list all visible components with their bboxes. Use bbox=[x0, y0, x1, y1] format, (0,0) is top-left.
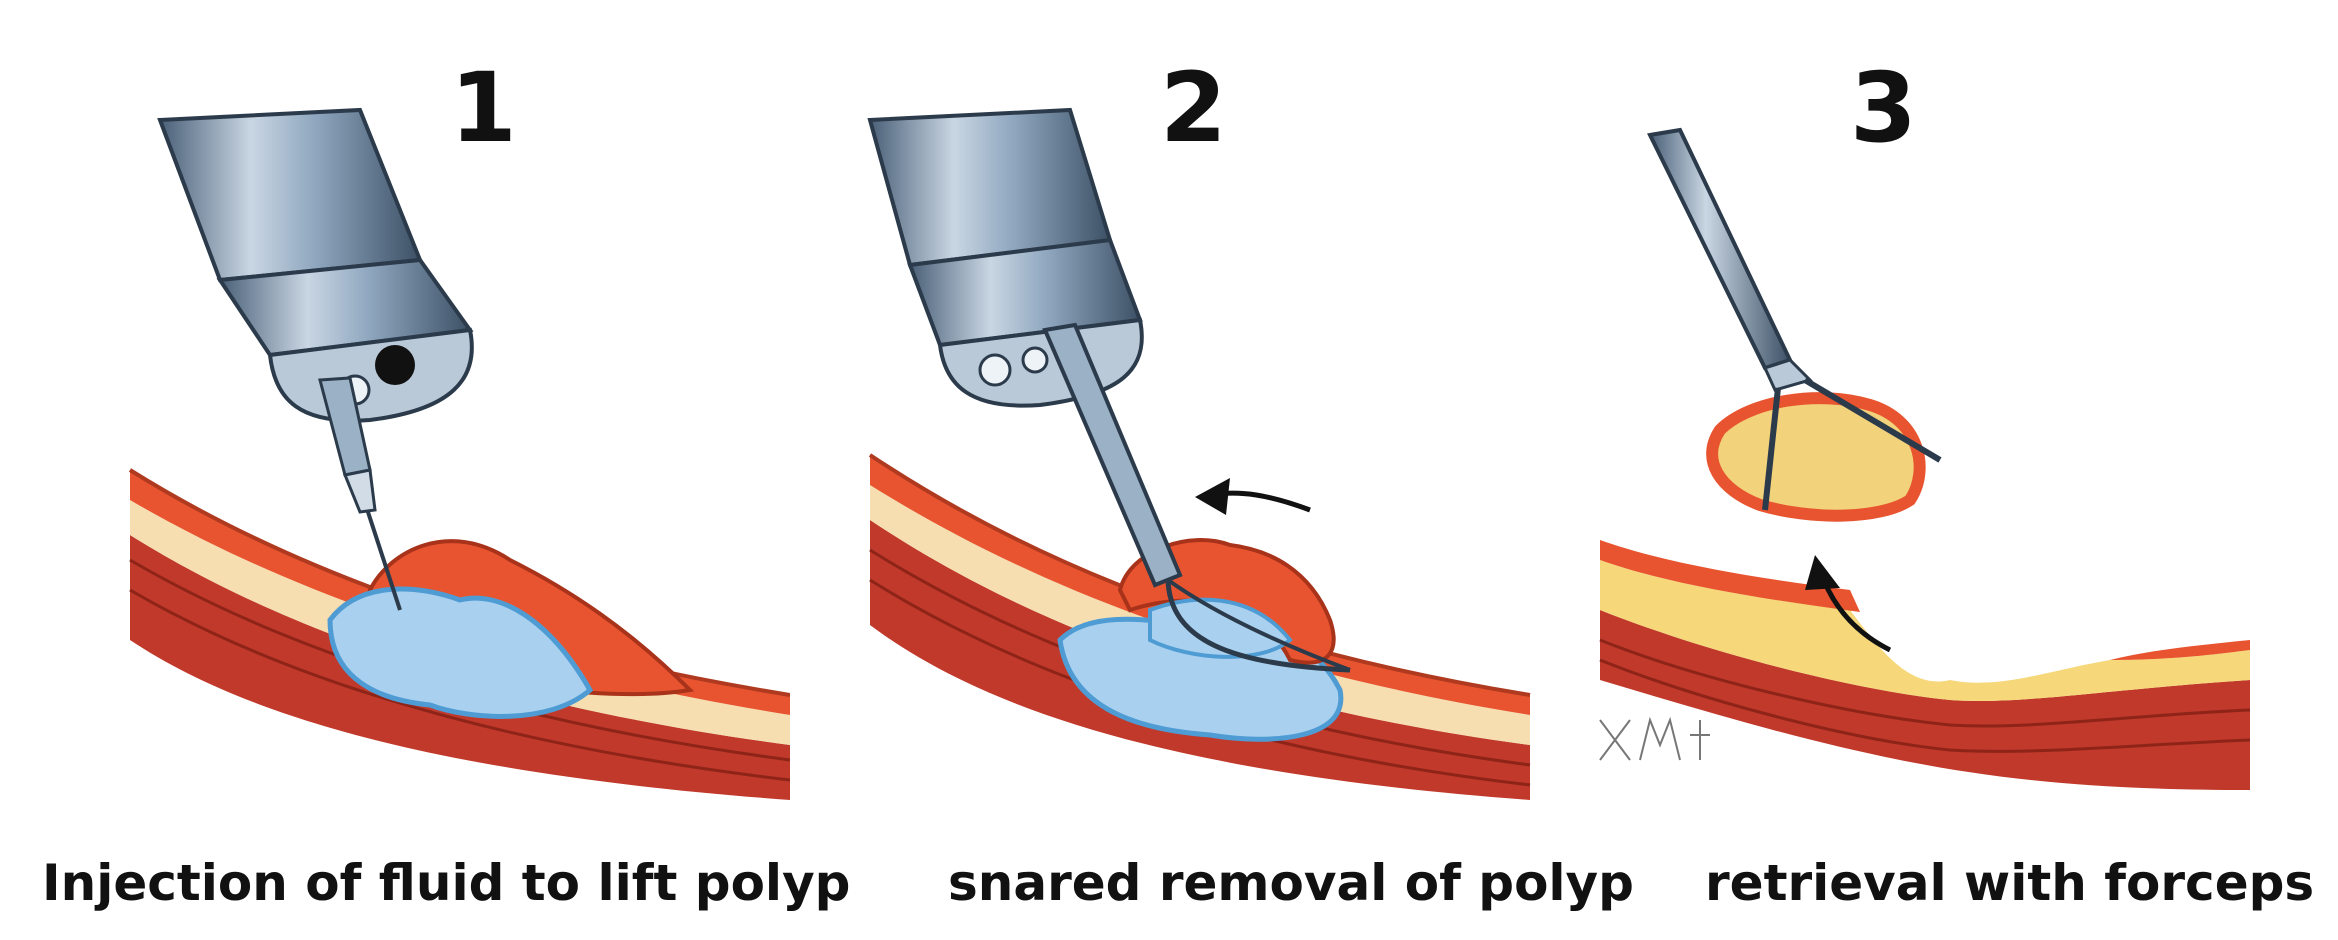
direction-arrow-icon bbox=[1805, 555, 1892, 653]
step-2-panel: 2 snared removal of polyp bbox=[790, 0, 1634, 940]
colon-wall bbox=[1599, 540, 2251, 790]
needle-icon bbox=[318, 376, 402, 611]
artist-signature bbox=[1599, 716, 1710, 761]
step-caption: snared removal of polyp bbox=[948, 854, 1634, 912]
forceps-icon bbox=[1647, 127, 1942, 511]
step-3-panel: 3 retrieval with forceps bbox=[1550, 0, 2314, 940]
step-1-panel: 1 Injection of fluid to lift polyp bbox=[30, 0, 850, 940]
step-number: 1 bbox=[450, 52, 517, 164]
retrieval-illustration bbox=[1599, 127, 2251, 790]
retrieved-polyp bbox=[1706, 392, 1926, 522]
step-caption: retrieval with forceps bbox=[1705, 854, 2315, 912]
fluid-cushion bbox=[327, 586, 594, 719]
direction-arrow-icon bbox=[1195, 478, 1311, 515]
injection-illustration bbox=[128, 107, 790, 800]
step-number: 3 bbox=[1850, 52, 1917, 164]
step-number: 2 bbox=[1160, 52, 1227, 164]
step-caption: Injection of fluid to lift polyp bbox=[42, 854, 851, 912]
endoscope-icon bbox=[157, 107, 474, 423]
snare-illustration bbox=[867, 107, 1531, 800]
endoscope-icon bbox=[867, 107, 1144, 408]
snare-loop-icon bbox=[1042, 322, 1351, 673]
